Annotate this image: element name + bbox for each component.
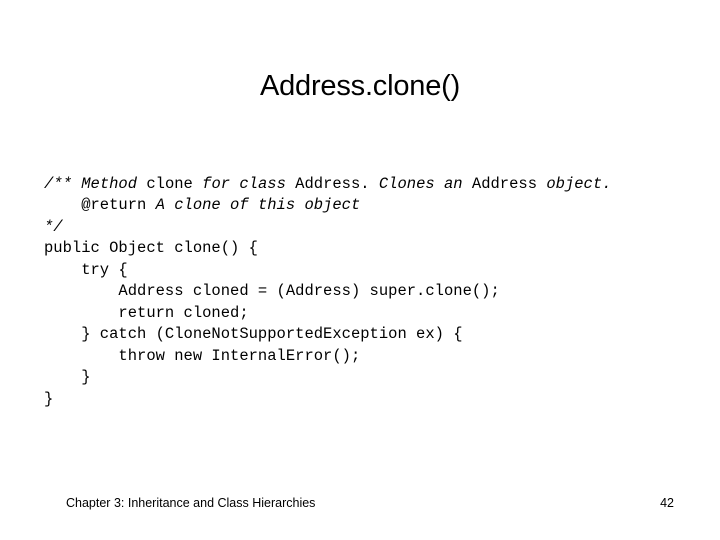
code-line: throw new InternalError(); [44, 346, 704, 368]
code-run: @return [44, 196, 156, 214]
footer-chapter-label: Chapter 3: Inheritance and Class Hierarc… [66, 496, 316, 510]
code-run: throw new InternalError(); [44, 346, 361, 365]
code-run-italic: Method [81, 174, 147, 193]
code-run: try { [44, 260, 128, 279]
code-run-italic: Clones an [378, 174, 472, 193]
page-title: Address.clone() [259, 70, 461, 103]
code-line: /** Method clone for class Address. Clon… [44, 174, 704, 196]
code-run: Address [471, 174, 547, 193]
code-line: } [44, 389, 704, 411]
code-run: public Object clone() { [44, 239, 258, 257]
code-line: public Object clone() { [44, 238, 704, 260]
code-run-italic: A clone of this object [155, 196, 361, 214]
code-listing: /** Method clone for class Address. Clon… [44, 174, 704, 411]
code-line: } [44, 367, 704, 389]
code-line: */ [44, 217, 704, 239]
code-run-italic: object. [546, 174, 612, 193]
code-run-italic: */ [44, 217, 63, 236]
code-run: Address. [295, 174, 379, 193]
footer-page-number: 42 [660, 496, 674, 510]
code-line: Address cloned = (Address) super.clone()… [44, 281, 704, 303]
code-run: } [44, 368, 91, 386]
code-run-italic: /** [44, 174, 82, 193]
code-line: } catch (CloneNotSupportedException ex) … [44, 324, 704, 346]
code-run: clone [146, 174, 203, 193]
code-run: } catch (CloneNotSupportedException ex) … [44, 325, 463, 343]
code-run: } [44, 389, 54, 408]
code-run: Address cloned = (Address) super.clone()… [44, 282, 500, 300]
code-line: @return A clone of this object [44, 195, 704, 217]
code-run: return cloned; [44, 303, 249, 322]
code-line: return cloned; [44, 303, 704, 325]
code-line: try { [44, 260, 704, 282]
code-run-italic: for class [202, 174, 296, 193]
